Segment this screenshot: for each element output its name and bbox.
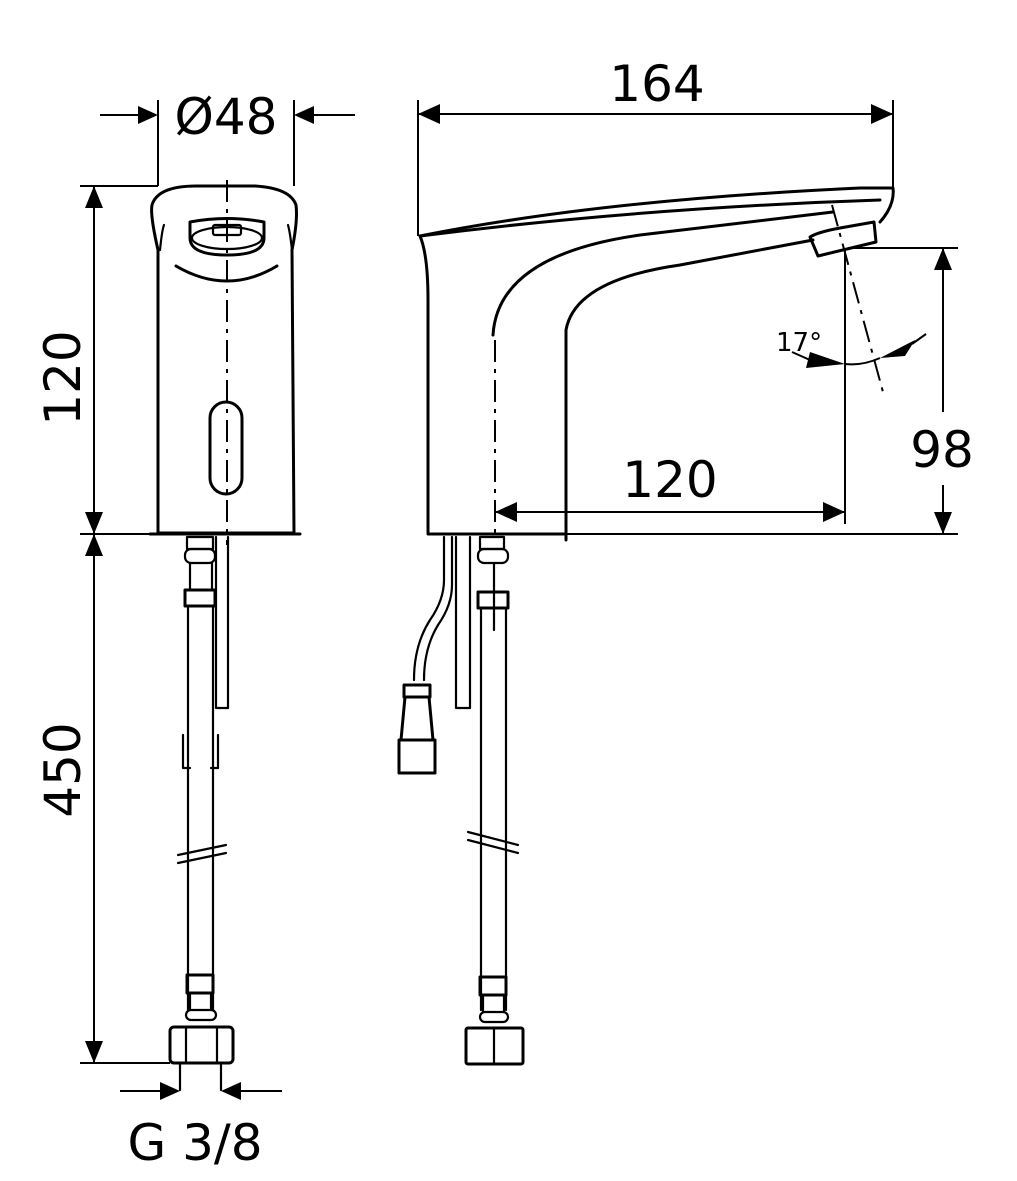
dimension-front-height: 120 — [34, 185, 158, 535]
side-hose — [397, 535, 525, 1066]
dimension-spout-reach: 120 — [495, 248, 846, 524]
side-body-outline — [418, 186, 895, 535]
front-height-label: 120 — [34, 330, 92, 425]
overall-length-label: 164 — [609, 55, 704, 113]
dimension-diameter: Ø48 — [100, 88, 355, 186]
spout-reach-label: 120 — [622, 451, 717, 509]
aerator — [808, 220, 878, 258]
diameter-label: Ø48 — [175, 88, 278, 146]
dimension-overall-length: 164 — [417, 55, 894, 236]
front-body-outline — [150, 184, 298, 535]
front-hose — [168, 535, 235, 1092]
spray-angle-label: 17° — [776, 328, 822, 358]
dimension-connection: G 3/8 — [120, 1082, 282, 1172]
dimension-hose-length: 450 — [34, 534, 170, 1064]
spout-height-label: 98 — [910, 421, 974, 479]
front-cap — [188, 217, 266, 257]
dimension-spout-height: 98 — [566, 247, 974, 535]
dimension-spray-angle: 17° — [776, 328, 927, 368]
side-view: 164 120 98 17° — [397, 55, 974, 1066]
front-view: Ø48 120 450 G 3/8 — [34, 88, 355, 1172]
connection-label: G 3/8 — [127, 1114, 262, 1172]
hose-length-label: 450 — [34, 722, 92, 817]
